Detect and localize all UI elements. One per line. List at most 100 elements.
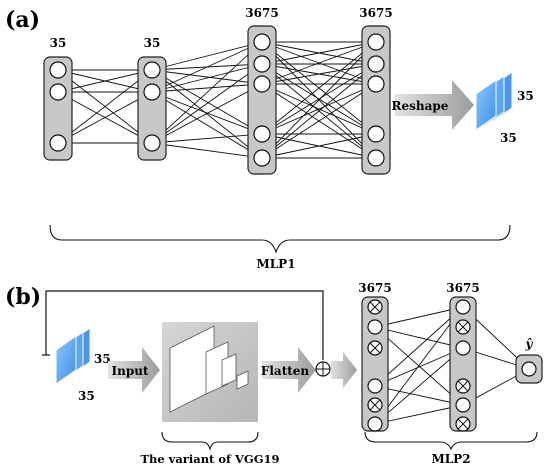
reshaped-height: 35	[517, 89, 534, 103]
input-arrow-label: Input	[112, 364, 149, 378]
neuron-node	[367, 55, 385, 73]
neuron-node	[49, 61, 67, 79]
reshape-arrow: Reshape	[392, 80, 474, 130]
mlp1-edge	[57, 69, 153, 144]
output-symbol: ŷ	[525, 337, 534, 351]
neuron-node	[253, 149, 271, 167]
mlp2-brace	[364, 431, 538, 451]
mlp1-edge	[151, 69, 263, 135]
mlp2-layer-2-size: 3675	[446, 281, 479, 295]
flatten-arrow: Flatten	[261, 347, 316, 393]
mlp1-edge	[261, 63, 377, 159]
neuron-node	[253, 125, 271, 143]
mlp1-edge	[261, 63, 377, 85]
mlp2-edge	[374, 404, 464, 425]
mlp2-label: MLP2	[431, 452, 470, 466]
mlp1-edge	[151, 63, 263, 93]
mlp1-network: 35 35 3675 3675	[43, 6, 393, 175]
neuron-node	[455, 299, 471, 315]
neuron-node	[455, 416, 471, 432]
neuron-node	[143, 61, 161, 79]
mlp1-edge	[151, 91, 263, 159]
skip-connection	[45, 290, 324, 360]
mlp1-edge	[151, 41, 263, 71]
neuron-node	[367, 378, 383, 394]
mlp1-edge	[261, 41, 377, 135]
neuron-node	[455, 378, 471, 394]
mlp1-edge	[57, 69, 153, 93]
mlp2-edge	[374, 326, 464, 349]
mlp2-network: 3675 3675 ŷ	[358, 281, 543, 432]
panel-a-label: (a)	[5, 7, 40, 33]
panel-b-label: (b)	[5, 284, 41, 310]
mlp1-edge	[261, 41, 377, 85]
mlp1-edge	[261, 41, 377, 65]
input-width: 35	[78, 389, 95, 403]
neuron-node	[367, 33, 385, 51]
mlp1-layer-3-size: 3675	[245, 6, 278, 20]
mlp1-edge	[151, 41, 263, 144]
mlp1-edge	[261, 133, 377, 159]
mlp1-edge	[151, 69, 263, 85]
neuron-node	[49, 83, 67, 101]
mlp1-edge	[151, 83, 263, 93]
mlp1-edge	[57, 91, 153, 144]
mlp1-layer-4-size: 3675	[359, 6, 392, 20]
neuron-node	[367, 75, 385, 93]
neuron-node	[367, 416, 383, 432]
mlp1-connections	[57, 41, 377, 159]
neuron-node	[367, 319, 383, 335]
mlp2-nodes	[367, 299, 537, 432]
mlp1-edge	[151, 41, 263, 93]
input-tensor: 35 35	[55, 327, 111, 403]
reshaped-width: 35	[500, 131, 517, 145]
vgg19-brace	[161, 431, 259, 451]
mlp1-layer-2-size: 35	[144, 36, 161, 50]
neuron-node	[455, 340, 471, 356]
neuron-node	[143, 83, 161, 101]
vgg19-label: The variant of VGG19	[140, 452, 279, 466]
mlp2-edge	[374, 306, 464, 387]
reshaped-tensor: 35 35	[475, 71, 534, 145]
neuron-node	[253, 55, 271, 73]
mlp2-edge	[374, 347, 464, 387]
neuron-node	[367, 340, 383, 356]
neuron-node	[367, 299, 383, 315]
neuron-node	[455, 397, 471, 413]
neuron-node	[367, 149, 385, 167]
mlp2-edge	[374, 385, 464, 406]
mlp1-edge	[261, 83, 377, 135]
mlp1-edge	[151, 142, 263, 159]
vgg19-block	[162, 322, 258, 422]
mlp2-edge	[374, 306, 464, 425]
mlp1-edge	[261, 41, 377, 159]
mlp1-edge	[261, 63, 377, 135]
mlp1-edge	[261, 83, 377, 159]
mlp2-layer-1-size: 3675	[358, 281, 391, 295]
input-arrow: Input	[108, 347, 160, 393]
neuron-node	[455, 319, 471, 335]
mlp1-nodes	[49, 33, 385, 167]
to-mlp2-arrow	[331, 352, 357, 388]
add-node	[315, 361, 331, 377]
neuron-node	[253, 75, 271, 93]
mlp2-edge	[374, 347, 464, 425]
mlp1-layer-1-size: 35	[50, 36, 67, 50]
neuron-node	[367, 125, 385, 143]
input-height: 35	[94, 352, 111, 366]
mlp1-edge	[151, 63, 263, 144]
mlp1-layer-1	[43, 56, 73, 161]
reshape-label: Reshape	[392, 99, 449, 113]
mlp2-edge	[374, 306, 464, 328]
mlp1-label: MLP1	[256, 257, 295, 271]
flatten-label: Flatten	[261, 364, 310, 378]
neuron-node	[143, 134, 161, 152]
neuron-node	[367, 397, 383, 413]
mlp1-brace	[49, 224, 511, 254]
output-node	[521, 361, 537, 377]
neuron-node	[253, 33, 271, 51]
mlp1-edge	[151, 133, 263, 144]
neuron-node	[49, 134, 67, 152]
